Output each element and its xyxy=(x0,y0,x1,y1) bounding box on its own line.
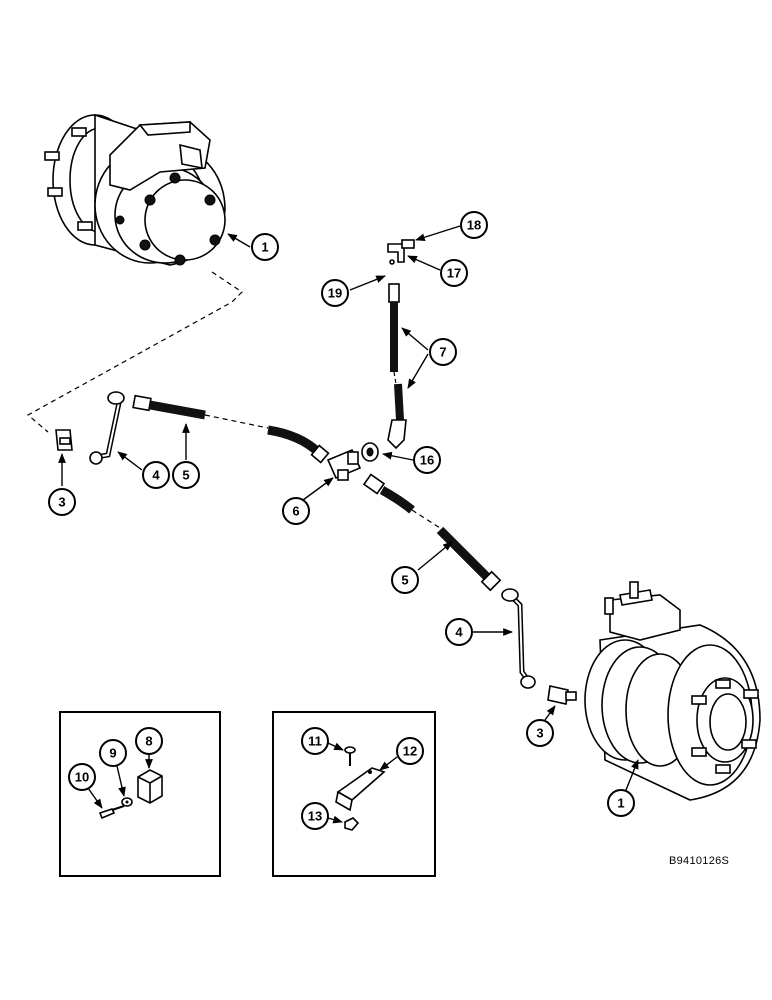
svg-text:16: 16 xyxy=(420,453,434,468)
svg-text:18: 18 xyxy=(467,218,481,233)
callout-3-right: 3 xyxy=(526,719,554,747)
washer-9 xyxy=(121,797,133,807)
callout-18: 18 xyxy=(460,211,488,239)
fitting-3-right xyxy=(547,685,577,705)
callout-11: 11 xyxy=(301,727,329,755)
inset-box-a xyxy=(59,711,221,877)
hydraulic-route-dashed xyxy=(26,271,243,433)
callout-4-right: 4 xyxy=(445,618,473,646)
inset-box-b xyxy=(272,711,436,877)
nut-13 xyxy=(344,817,360,831)
svg-text:5: 5 xyxy=(401,573,408,588)
hose-5-right xyxy=(362,473,502,592)
callout-5-left: 5 xyxy=(172,461,200,489)
block-8 xyxy=(137,769,163,804)
callout-1-upper: 1 xyxy=(251,233,279,261)
svg-text:1: 1 xyxy=(261,240,268,255)
callout-6: 6 xyxy=(282,497,310,525)
callout-7: 7 xyxy=(429,338,457,366)
svg-text:4: 4 xyxy=(455,625,463,640)
tube-4-right xyxy=(501,588,536,689)
svg-text:19: 19 xyxy=(328,286,342,301)
svg-text:11: 11 xyxy=(308,734,322,749)
svg-text:5: 5 xyxy=(182,468,189,483)
svg-text:6: 6 xyxy=(292,504,299,519)
callout-5-right: 5 xyxy=(391,566,419,594)
callout-8: 8 xyxy=(135,727,163,755)
svg-text:7: 7 xyxy=(439,345,446,360)
svg-text:12: 12 xyxy=(403,744,417,759)
callout-4-left: 4 xyxy=(142,461,170,489)
hose-7 xyxy=(387,283,407,450)
svg-text:1: 1 xyxy=(617,796,624,811)
callout-3-left: 3 xyxy=(48,488,76,516)
svg-text:13: 13 xyxy=(308,809,322,824)
callout-1-lower: 1 xyxy=(607,789,635,817)
wheel-motor-lower xyxy=(584,581,761,801)
callout-17: 17 xyxy=(440,259,468,287)
bolt-10 xyxy=(98,805,125,820)
svg-text:3: 3 xyxy=(536,726,543,741)
svg-text:4: 4 xyxy=(152,468,160,483)
callout-16: 16 xyxy=(413,446,441,474)
callout-13: 13 xyxy=(301,802,329,830)
svg-text:9: 9 xyxy=(109,746,116,761)
hose-5-left xyxy=(132,394,330,464)
bolt-11 xyxy=(344,746,356,766)
wheel-motor-upper xyxy=(44,113,226,266)
callout-19: 19 xyxy=(321,279,349,307)
fitting-3-left xyxy=(55,429,73,451)
callout-12: 12 xyxy=(396,737,424,765)
callout-10: 10 xyxy=(68,763,96,791)
callout-9: 9 xyxy=(99,739,127,767)
tube-4-left xyxy=(89,391,125,465)
svg-text:3: 3 xyxy=(58,495,65,510)
bracket-12 xyxy=(335,767,386,812)
nut-16 xyxy=(361,442,379,462)
tee-fitting-6 xyxy=(326,448,362,481)
drawing-id-label: B9410126S xyxy=(669,855,730,867)
svg-text:17: 17 xyxy=(447,266,461,281)
elbow-fitting xyxy=(387,239,415,265)
svg-text:10: 10 xyxy=(75,770,89,785)
svg-text:8: 8 xyxy=(145,734,152,749)
